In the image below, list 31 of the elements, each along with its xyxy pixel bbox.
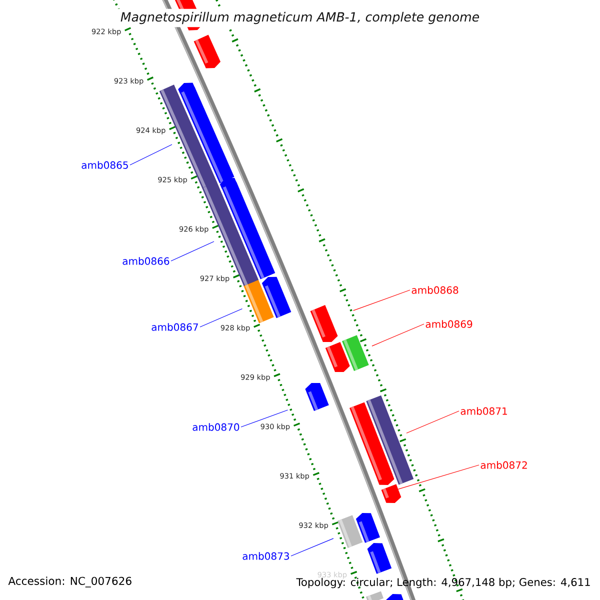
gene-label: amb0870 — [192, 423, 240, 431]
gene-label: amb0871 — [460, 407, 507, 415]
gene-label: amb0873 — [242, 552, 289, 560]
leader-line — [372, 324, 424, 346]
gene-bar — [367, 543, 392, 574]
gene-bar — [366, 591, 384, 600]
gene-bar — [386, 594, 406, 600]
gene-label: amb0869 — [426, 320, 472, 328]
gene-label: amb0865 — [82, 161, 128, 169]
leader-line — [290, 538, 334, 556]
footer-text: Topology: circular; Length: 4,967,148 bp; Genes: 4,611 — [296, 578, 590, 588]
gene-label: amb0867 — [152, 323, 198, 331]
gene-bar — [244, 280, 274, 324]
leader-line — [240, 410, 288, 428]
leader-line — [130, 144, 172, 166]
gene-bar — [381, 484, 402, 504]
leader-line — [353, 290, 410, 311]
footer-text: Accession: NC_007626 — [6, 572, 134, 592]
gene-label: amb0868 — [412, 286, 458, 294]
gene-bar — [310, 305, 338, 342]
leader-line — [170, 241, 214, 262]
gene-label: amb0866 — [122, 257, 170, 265]
gene-bar — [349, 402, 394, 486]
leader-line — [398, 464, 480, 490]
gene-bar — [194, 34, 220, 68]
leader-line — [200, 308, 243, 328]
gene-bar — [305, 383, 329, 411]
gene-label: amb0872 — [480, 461, 527, 469]
leader-line — [406, 410, 460, 434]
gene-bar — [325, 342, 350, 372]
gene-bar — [337, 515, 363, 548]
